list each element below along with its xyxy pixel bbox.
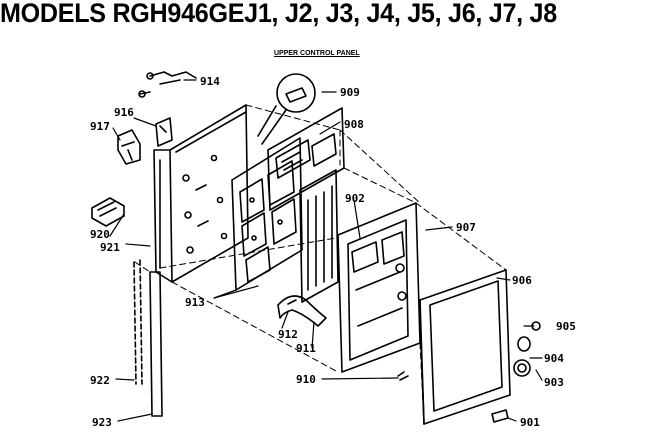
leader-lines: [109, 79, 543, 422]
flex-connector-part: [277, 295, 327, 327]
label-901: 901: [520, 416, 540, 429]
control-board-part: [231, 137, 303, 291]
knob-part: [513, 321, 541, 377]
label-904: 904: [544, 352, 564, 365]
label-911: 911: [296, 342, 316, 355]
section-subtitle: UPPER CONTROL PANEL: [274, 50, 360, 57]
label-912: 912: [278, 328, 298, 341]
label-916: 916: [114, 106, 134, 119]
label-917: 917: [90, 120, 110, 133]
label-905: 905: [556, 320, 576, 333]
control-panel-part: [337, 202, 421, 373]
label-923: 923: [92, 416, 112, 429]
mounting-bracket-part: [153, 104, 249, 283]
small-bracket-part: [91, 197, 125, 227]
trim-frame-part: [419, 269, 511, 425]
switch-bracket-part: [117, 117, 173, 165]
label-910: 910: [296, 373, 316, 386]
label-922: 922: [90, 374, 110, 387]
side-rail-part: [133, 259, 143, 385]
label-913: 913: [185, 296, 205, 309]
keypad-ribbon-part: [299, 169, 339, 303]
label-920: 920: [90, 228, 110, 241]
label-908: 908: [344, 118, 364, 131]
detail-circle-part: [257, 73, 316, 145]
side-panel-part: [149, 271, 163, 417]
label-909: 909: [340, 86, 360, 99]
label-906: 906: [512, 274, 532, 287]
assembly-guide-lines: [134, 104, 507, 425]
label-903: 903: [544, 376, 564, 389]
label-921: 921: [100, 241, 120, 254]
label-914: 914: [200, 75, 220, 88]
cable-part: [138, 71, 197, 98]
panel-screw-part: [397, 371, 409, 381]
label-902: 902: [345, 192, 365, 205]
part-number-labels: 914 909 916 917 908 902 907 920 921 906 …: [90, 75, 576, 429]
label-907: 907: [456, 221, 476, 234]
screw-part: [491, 409, 509, 423]
page-title: MODELS RGH946GEJ1, J2, J3, J4, J5, J6, J…: [0, 0, 557, 28]
